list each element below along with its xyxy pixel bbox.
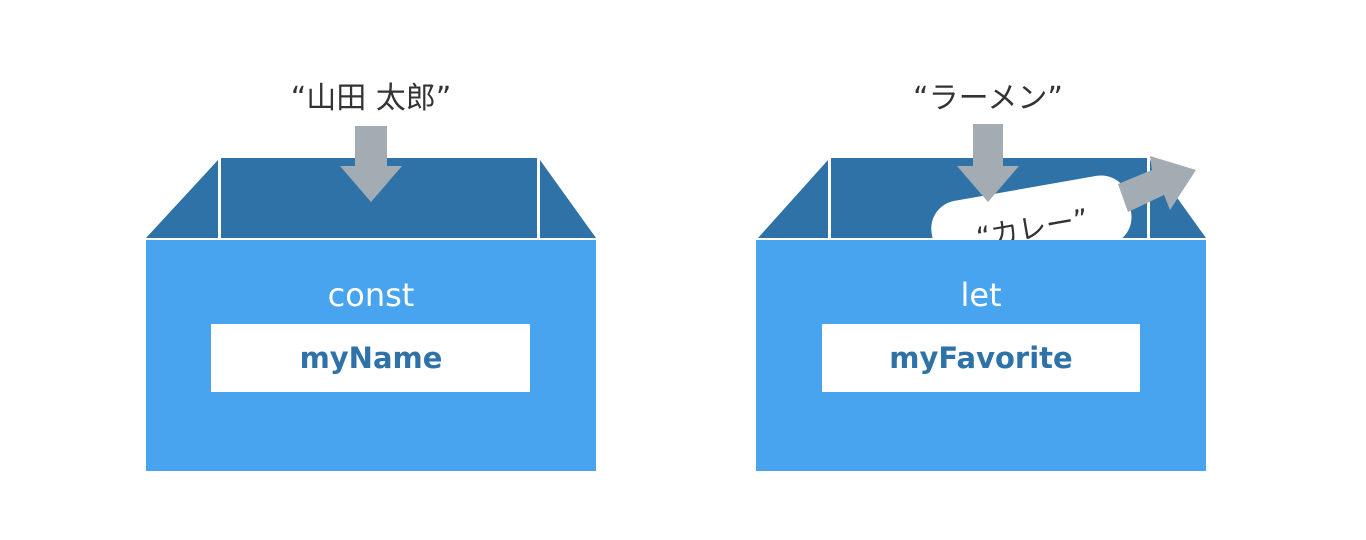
const-down-arrow-icon <box>340 126 402 202</box>
let-incoming-value: “ラーメン” <box>913 81 1063 116</box>
const-incoming-value: “山田 太郎” <box>291 81 452 116</box>
let-name-label-bg <box>822 324 1140 392</box>
let-out-arrow-icon <box>1118 156 1196 212</box>
let-box: “カレー” let myFavorite “ラーメン” <box>756 81 1206 471</box>
let-down-arrow-icon <box>957 124 1019 202</box>
const-variable-name: myName <box>300 341 443 375</box>
let-keyword: let <box>960 276 1001 314</box>
const-keyword: const <box>328 276 415 314</box>
let-variable-name: myFavorite <box>889 341 1072 375</box>
const-box-left-flap <box>146 160 218 238</box>
let-box-left-flap <box>758 160 828 238</box>
const-name-label-bg <box>211 324 530 392</box>
const-box: const myName “山田 太郎” <box>146 81 596 471</box>
const-box-right-flap <box>540 160 596 238</box>
